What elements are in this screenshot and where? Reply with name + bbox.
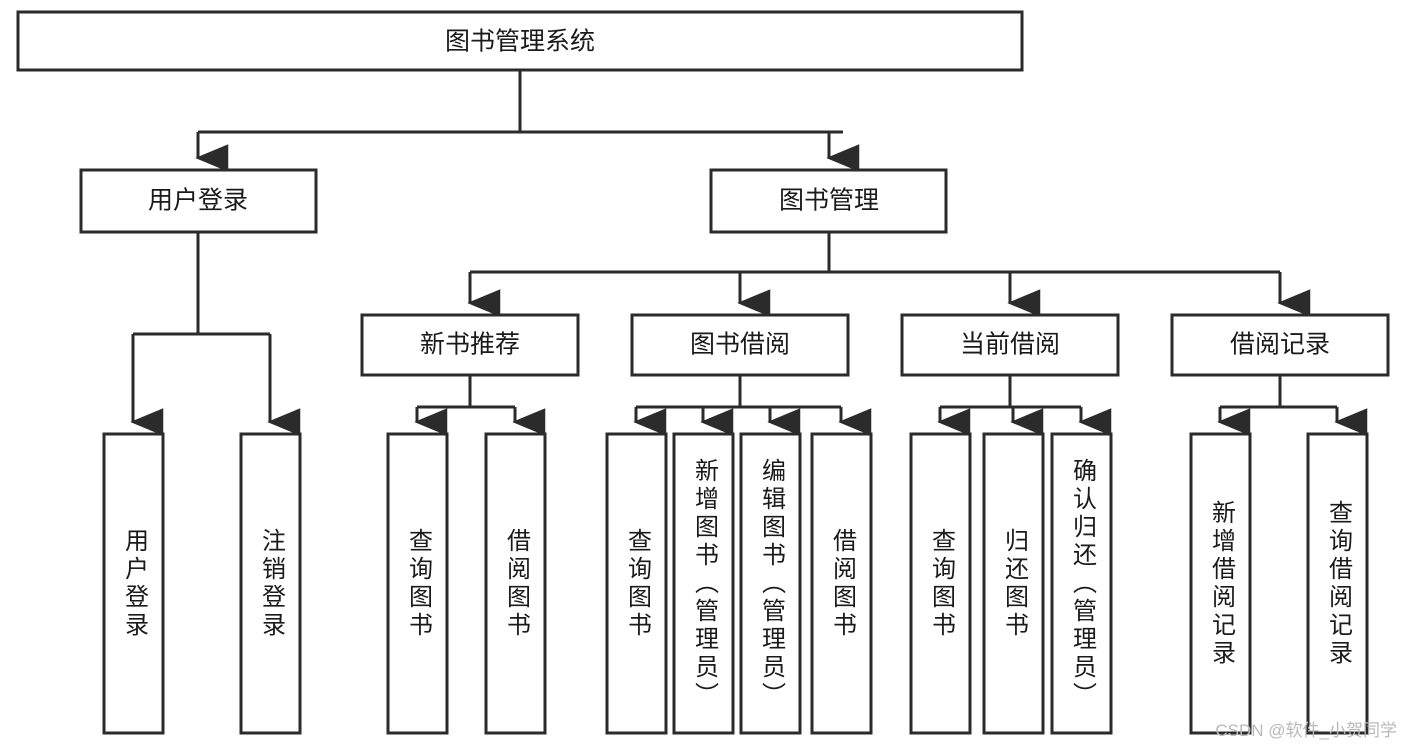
node-new-book-recommend-label: 新书推荐	[420, 331, 520, 359]
leaf-label: 新增图书（管理员）	[690, 457, 718, 710]
leaf-label: 新增借阅记录	[1207, 499, 1235, 668]
node-book-borrow[interactable]: 图书借阅	[630, 313, 850, 377]
node-book-management[interactable]: 图书管理	[709, 168, 948, 234]
node-user-login[interactable]: 用户登录	[79, 168, 318, 234]
connector-borrow-to-leaves	[633, 375, 872, 436]
leaf-label: 确认归还（管理员）	[1068, 457, 1096, 710]
leaf-nodes: 用户登录 注销登录 查询图书 借阅图书	[102, 432, 1369, 735]
connector-books-to-level3	[467, 232, 1311, 317]
leaf-label: 注销登录	[257, 527, 285, 640]
leaf-label: 用户登录	[120, 527, 148, 640]
node-book-borrow-label: 图书借阅	[690, 331, 790, 359]
leaf-node[interactable]: 查询图书	[605, 432, 668, 735]
connector-current-to-leaves	[937, 375, 1112, 436]
leaf-node[interactable]: 归还图书	[982, 432, 1045, 735]
leaf-label: 归还图书	[1000, 527, 1028, 640]
node-current-borrow[interactable]: 当前借阅	[900, 313, 1120, 377]
leaf-label: 编辑图书（管理员）	[757, 457, 785, 710]
leaf-label: 查询图书	[623, 527, 651, 640]
leaf-node[interactable]: 编辑图书（管理员）	[739, 432, 802, 735]
node-borrow-records[interactable]: 借阅记录	[1170, 313, 1390, 377]
connector-root-to-level2	[195, 70, 860, 172]
leaf-label: 查询借阅记录	[1324, 499, 1352, 668]
node-current-borrow-label: 当前借阅	[960, 331, 1060, 359]
node-borrow-records-label: 借阅记录	[1230, 331, 1330, 359]
node-root-label: 图书管理系统	[445, 28, 595, 56]
leaf-label: 查询图书	[927, 527, 955, 640]
leaf-node[interactable]: 借阅图书	[810, 432, 873, 735]
leaf-label: 借阅图书	[828, 527, 856, 640]
leaf-node[interactable]: 借阅图书	[484, 432, 547, 735]
node-new-book-recommend[interactable]: 新书推荐	[360, 313, 580, 377]
leaf-node[interactable]: 确认归还（管理员）	[1050, 432, 1113, 735]
node-book-management-label: 图书管理	[779, 187, 879, 215]
leaf-node[interactable]: 注销登录	[239, 432, 302, 735]
leaf-label: 查询图书	[404, 527, 432, 640]
leaf-node[interactable]: 查询借阅记录	[1306, 432, 1369, 735]
connector-records-to-leaves	[1217, 375, 1368, 436]
leaf-label: 借阅图书	[502, 527, 530, 640]
leaf-node[interactable]: 新增图书（管理员）	[672, 432, 735, 735]
node-user-login-label: 用户登录	[148, 187, 248, 215]
leaf-node[interactable]: 查询图书	[386, 432, 449, 735]
leaf-node[interactable]: 新增借阅记录	[1189, 432, 1252, 735]
leaf-node[interactable]: 用户登录	[102, 432, 165, 735]
connector-login-to-leaves	[130, 232, 301, 436]
connector-newbooks-to-leaves	[414, 375, 546, 436]
node-root[interactable]: 图书管理系统	[16, 10, 1024, 72]
leaf-node[interactable]: 查询图书	[909, 432, 972, 735]
